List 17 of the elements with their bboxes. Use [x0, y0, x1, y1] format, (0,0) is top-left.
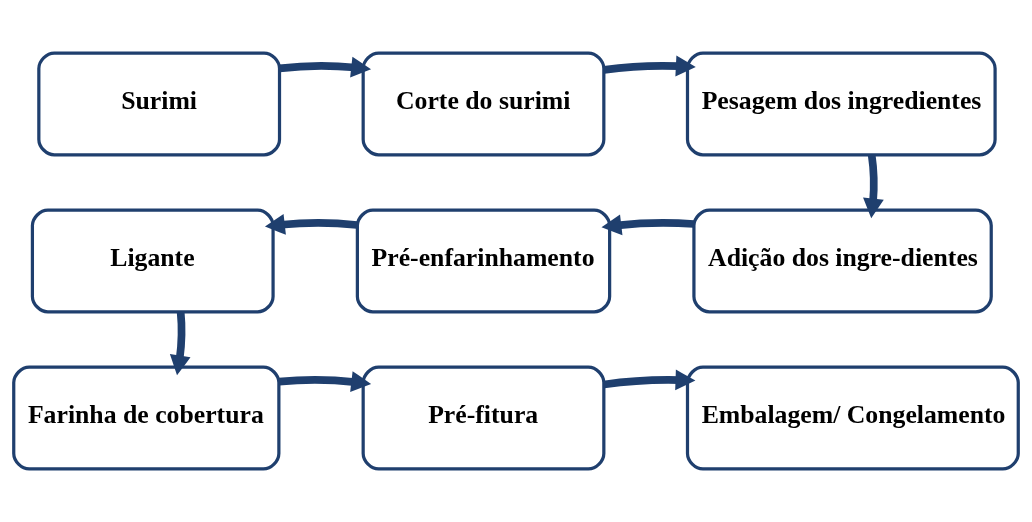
- arrow: [863, 154, 884, 219]
- node-box: Surimi: [37, 51, 282, 157]
- node-box: Embalagem/ Congelamento: [685, 365, 1020, 471]
- arrow: [264, 214, 358, 235]
- arrow: [169, 311, 191, 376]
- node-box: Pré-enfarinhamento: [355, 208, 612, 314]
- arrow: [601, 214, 695, 236]
- node-box: Ligante: [30, 208, 275, 314]
- node-box: Farinha de cobertura: [12, 365, 281, 471]
- arrow: [279, 56, 372, 78]
- node-box: Pré-fitura: [361, 365, 606, 471]
- node-box: Adição dos ingre-dientes: [692, 208, 993, 314]
- arrow: [603, 55, 696, 77]
- arrow: [603, 369, 696, 391]
- node-box: Corte do surimi: [361, 51, 606, 157]
- arrow: [278, 371, 372, 392]
- node-box: Pesagem dos ingredientes: [685, 51, 997, 157]
